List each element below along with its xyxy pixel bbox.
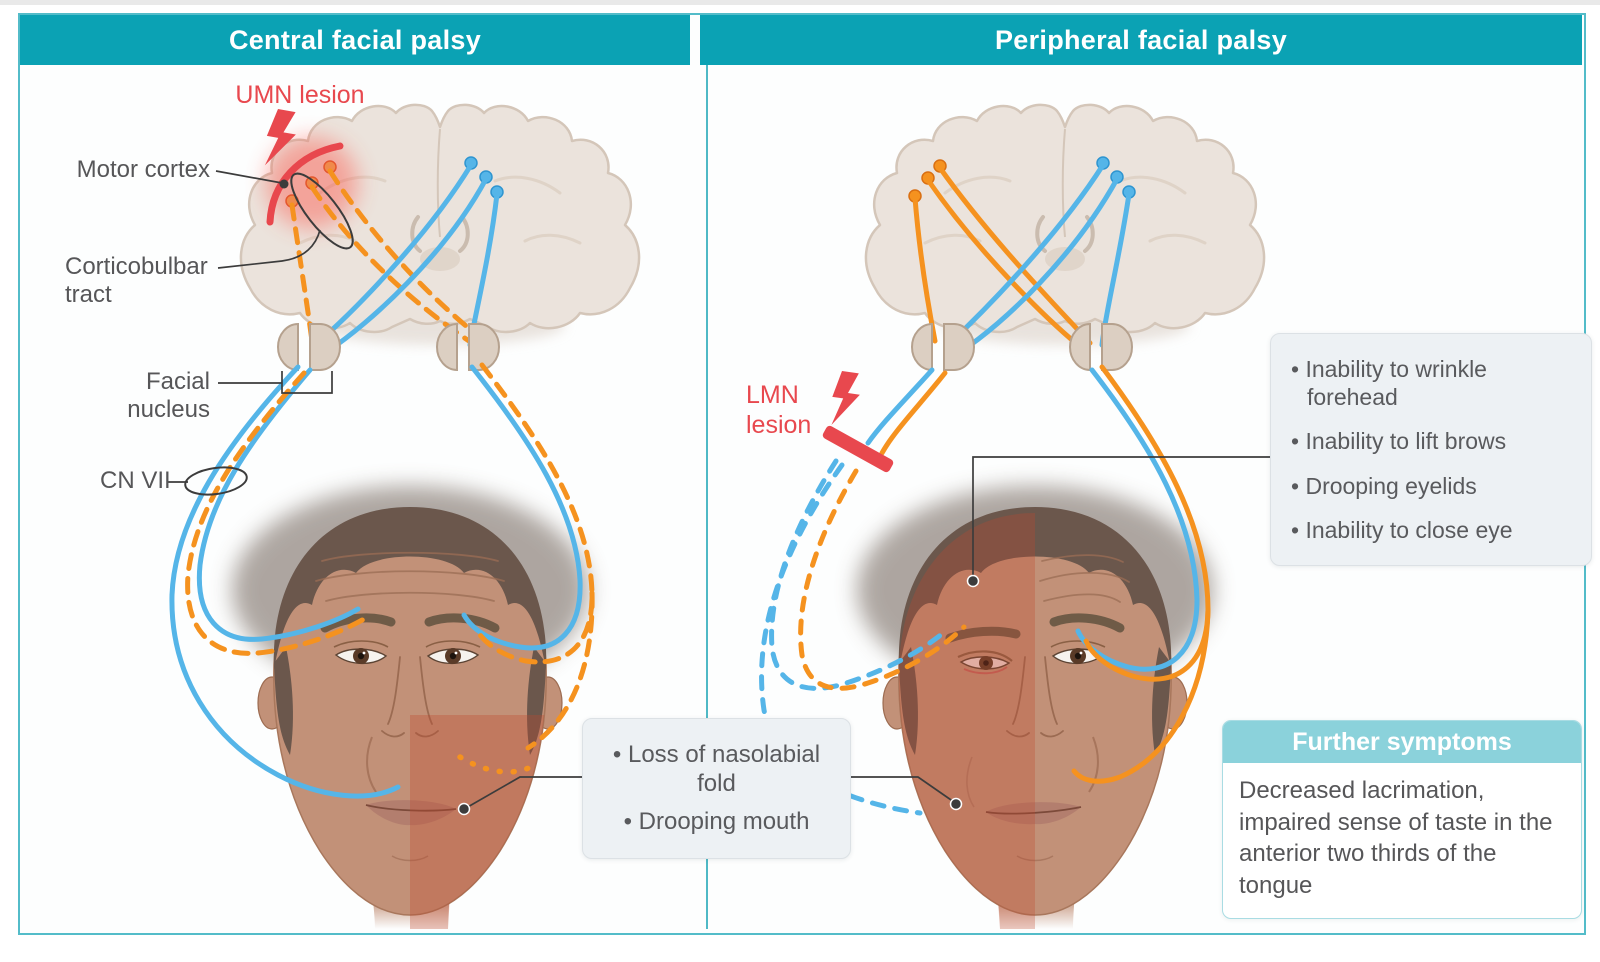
left-facial-nucleus-left <box>277 323 341 371</box>
motor-cortex-label: Motor cortex <box>76 156 210 183</box>
lower-face-symptoms-callout: Loss of nasolabial fold Drooping mouth <box>582 718 851 859</box>
right-face-illustration <box>857 486 1213 929</box>
left-face-eyes <box>333 640 481 665</box>
further-symptoms-body: Decreased lacrimation, impaired sense of… <box>1239 777 1553 900</box>
top-strip <box>0 0 1600 5</box>
umn-lesion-label: UMN lesion <box>235 81 365 109</box>
symptom-item: Inability to close eye <box>1305 517 1579 545</box>
right-facial-nucleus-left <box>911 323 975 371</box>
symptom-item: Inability to wrinkle forehead <box>1305 356 1579 411</box>
symptom-item: Drooping eyelids <box>1305 473 1579 501</box>
illustration-canvas <box>168 15 1270 929</box>
callout-item: Drooping mouth <box>595 807 838 836</box>
symptom-item: Inability to lift brows <box>1305 428 1579 456</box>
corticobulbar-tract-label: Corticobulbar tract <box>65 253 208 309</box>
upper-face-symptoms-callout: Inability to wrinkle forehead Inability … <box>1270 333 1592 566</box>
left-panel-title: Central facial palsy <box>228 25 482 55</box>
cn-vii-label: CN VII <box>100 467 171 494</box>
left-facial-nucleus-right <box>436 323 500 371</box>
facial-nucleus-label: Facial nucleus <box>127 368 210 424</box>
right-panel-header: Peripheral facial palsy <box>700 15 1582 65</box>
right-face-eyes <box>957 640 1106 675</box>
left-panel-header: Central facial palsy <box>20 15 690 65</box>
further-symptoms-title: Further symptoms <box>1223 721 1581 763</box>
right-panel-title: Peripheral facial palsy <box>994 25 1288 55</box>
callout-item: Loss of nasolabial fold <box>595 740 838 799</box>
diagram-frame: Central facial palsy Peripheral facial p… <box>18 13 1592 935</box>
annotation-lines <box>168 170 1270 816</box>
right-brain-illustration <box>866 105 1264 345</box>
further-symptoms-box: Further symptoms Decreased lacrimation, … <box>1222 720 1582 919</box>
left-face-illustration <box>232 486 588 929</box>
umn-lesion-arc <box>266 142 344 226</box>
lmn-lesion-bar <box>822 425 894 473</box>
panel-divider <box>706 65 708 929</box>
lmn-lesion-label: LMN lesion <box>746 381 812 439</box>
right-facial-nucleus-right <box>1069 323 1133 371</box>
left-brain-illustration <box>241 105 639 345</box>
